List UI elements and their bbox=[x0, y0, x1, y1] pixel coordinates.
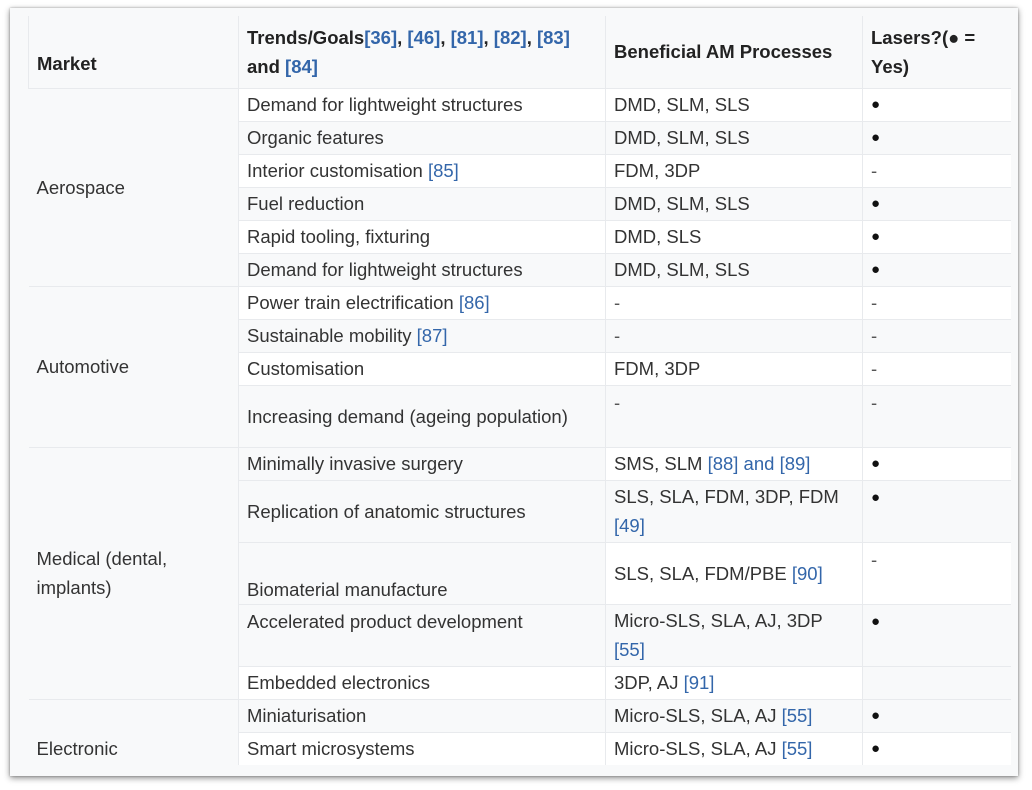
table-row: Aerospace Demand for lightweight structu… bbox=[28, 87, 1011, 286]
header-lasers: Lasers?(● = Yes) bbox=[862, 16, 1011, 88]
table-row: Interior customisation [85] FDM, 3DP - bbox=[29, 153, 1011, 187]
trend-cell: Biomaterial manufacture bbox=[238, 541, 606, 604]
process-cell: - bbox=[605, 318, 863, 352]
am-markets-table: Market Trends/Goals[36], [46], [81], [82… bbox=[28, 16, 1011, 765]
laser-cell: - bbox=[862, 318, 1011, 352]
ref-link[interactable]: [85] bbox=[427, 160, 459, 181]
laser-cell: ● bbox=[862, 87, 1011, 121]
trend-cell: Increasing demand (ageing population) bbox=[238, 384, 606, 447]
process-cell: FDM, 3DP bbox=[605, 153, 863, 187]
header-market: Market bbox=[28, 16, 239, 88]
table-card: Market Trends/Goals[36], [46], [81], [82… bbox=[10, 8, 1018, 776]
table-row: Organic features DMD, SLM, SLS ● bbox=[29, 120, 1011, 154]
market-medical: Medical (dental, implants) bbox=[28, 446, 239, 699]
table-row: Embedded electronics 3DP, AJ [91] bbox=[29, 665, 1011, 699]
laser-cell: ● bbox=[862, 252, 1011, 286]
laser-cell: - bbox=[862, 351, 1011, 385]
process-cell: DMD, SLM, SLS bbox=[605, 120, 863, 154]
process-cell: DMD, SLM, SLS bbox=[605, 186, 863, 220]
header-trends: Trends/Goals[36], [46], [81], [82], [83]… bbox=[238, 16, 606, 88]
table-row: Customisation FDM, 3DP - bbox=[29, 351, 1011, 385]
trend-cell: Replication of anatomic structures bbox=[238, 479, 606, 542]
ref-link[interactable]: [84] bbox=[285, 55, 318, 77]
ref-link[interactable]: [55] bbox=[614, 639, 645, 660]
process-cell: FDM, 3DP bbox=[605, 351, 863, 385]
process-cell: SMS, SLM [88] and [89] bbox=[605, 446, 863, 480]
process-cell: 3DP, AJ [91] bbox=[605, 665, 863, 699]
trend-cell: Embedded electronics bbox=[238, 665, 606, 699]
table-row: Automotive Power train electrification [… bbox=[28, 285, 1011, 447]
ref-link[interactable]: [81] bbox=[450, 26, 484, 48]
process-cell: DMD, SLS bbox=[605, 219, 863, 253]
laser-cell: ● bbox=[862, 479, 1011, 542]
market-automotive: Automotive bbox=[28, 285, 239, 447]
ref-link[interactable]: [55] bbox=[781, 738, 813, 760]
table-row: Medical (dental, implants) Minimally inv… bbox=[28, 446, 1011, 699]
process-cell: Micro-SLS, SLA, AJ, 3DP [55] bbox=[605, 603, 863, 666]
trend-cell: Demand for lightweight structures bbox=[238, 252, 606, 286]
ref-link[interactable]: [88] and [89] bbox=[707, 453, 811, 474]
header-processes: Beneficial AM Processes bbox=[605, 16, 863, 88]
trend-cell: Minimally invasive surgery bbox=[238, 446, 606, 480]
ref-link[interactable]: [90] bbox=[791, 562, 823, 584]
process-cell: - bbox=[605, 285, 863, 319]
ref-link[interactable]: [46] bbox=[407, 26, 441, 48]
trend-cell: Miniaturisation bbox=[238, 698, 606, 732]
laser-cell bbox=[862, 665, 1011, 699]
trend-cell: Fuel reduction bbox=[238, 186, 606, 220]
table-row: Sustainable mobility [87] - - bbox=[29, 318, 1011, 352]
table-row: Rapid tooling, fixturing DMD, SLS ● bbox=[29, 219, 1011, 253]
market-electronic: Electronic bbox=[28, 698, 239, 765]
table-row: Smart microsystems Micro-SLS, SLA, AJ [5… bbox=[29, 731, 1011, 765]
laser-cell: ● bbox=[862, 446, 1011, 480]
trend-cell: Rapid tooling, fixturing bbox=[238, 219, 606, 253]
ref-link[interactable]: [36] bbox=[364, 26, 398, 48]
table-row: Biomaterial manufacture SLS, SLA, FDM/PB… bbox=[29, 541, 1011, 604]
ref-link[interactable]: [55] bbox=[781, 705, 813, 726]
trend-cell: Customisation bbox=[238, 351, 606, 385]
header-row: Market Trends/Goals[36], [46], [81], [82… bbox=[28, 16, 1011, 88]
laser-cell: ● bbox=[862, 731, 1011, 765]
ref-link[interactable]: [86] bbox=[458, 292, 490, 313]
market-aerospace: Aerospace bbox=[28, 87, 239, 286]
ref-link[interactable]: [83] bbox=[536, 26, 570, 48]
header-trends-label: Trends/Goals bbox=[247, 26, 365, 48]
laser-cell: - bbox=[862, 384, 1011, 447]
trend-cell: Accelerated product development bbox=[238, 603, 606, 666]
ref-link[interactable]: [82] bbox=[493, 26, 527, 48]
trend-cell: Power train electrification [86] bbox=[238, 285, 606, 319]
process-cell: Micro-SLS, SLA, AJ [55] bbox=[605, 698, 863, 732]
laser-cell: - bbox=[862, 153, 1011, 187]
trend-cell: Smart microsystems bbox=[238, 731, 606, 765]
process-cell: Micro-SLS, SLA, AJ [55] bbox=[605, 731, 863, 765]
trend-cell: Sustainable mobility [87] bbox=[238, 318, 606, 352]
process-cell: SLS, SLA, FDM, 3DP, FDM [49] bbox=[605, 479, 863, 542]
laser-cell: ● bbox=[862, 219, 1011, 253]
laser-cell: - bbox=[862, 285, 1011, 319]
process-cell: DMD, SLM, SLS bbox=[605, 252, 863, 286]
table-row: Fuel reduction DMD, SLM, SLS ● bbox=[29, 186, 1011, 220]
ref-link[interactable]: [91] bbox=[683, 672, 715, 693]
trend-cell: Interior customisation [85] bbox=[238, 153, 606, 187]
table-row: Accelerated product development Micro-SL… bbox=[29, 603, 1011, 666]
laser-cell: ● bbox=[862, 698, 1011, 732]
table-row: Electronic Miniaturisation Micro-SLS, SL… bbox=[28, 698, 1011, 765]
ref-link[interactable]: [87] bbox=[416, 325, 448, 346]
laser-cell: ● bbox=[862, 603, 1011, 666]
process-cell: - bbox=[605, 384, 863, 447]
trend-cell: Organic features bbox=[238, 120, 606, 154]
table-row: Replication of anatomic structures SLS, … bbox=[29, 479, 1011, 542]
trend-cell: Demand for lightweight structures bbox=[238, 87, 606, 121]
laser-cell: - bbox=[862, 541, 1011, 604]
process-cell: SLS, SLA, FDM/PBE [90] bbox=[605, 541, 863, 604]
process-cell: DMD, SLM, SLS bbox=[605, 87, 863, 121]
laser-cell: ● bbox=[862, 120, 1011, 154]
table-row: Increasing demand (ageing population) - … bbox=[29, 384, 1011, 447]
laser-cell: ● bbox=[862, 186, 1011, 220]
table-row: Demand for lightweight structures DMD, S… bbox=[29, 252, 1011, 286]
ref-link[interactable]: [49] bbox=[614, 515, 645, 536]
